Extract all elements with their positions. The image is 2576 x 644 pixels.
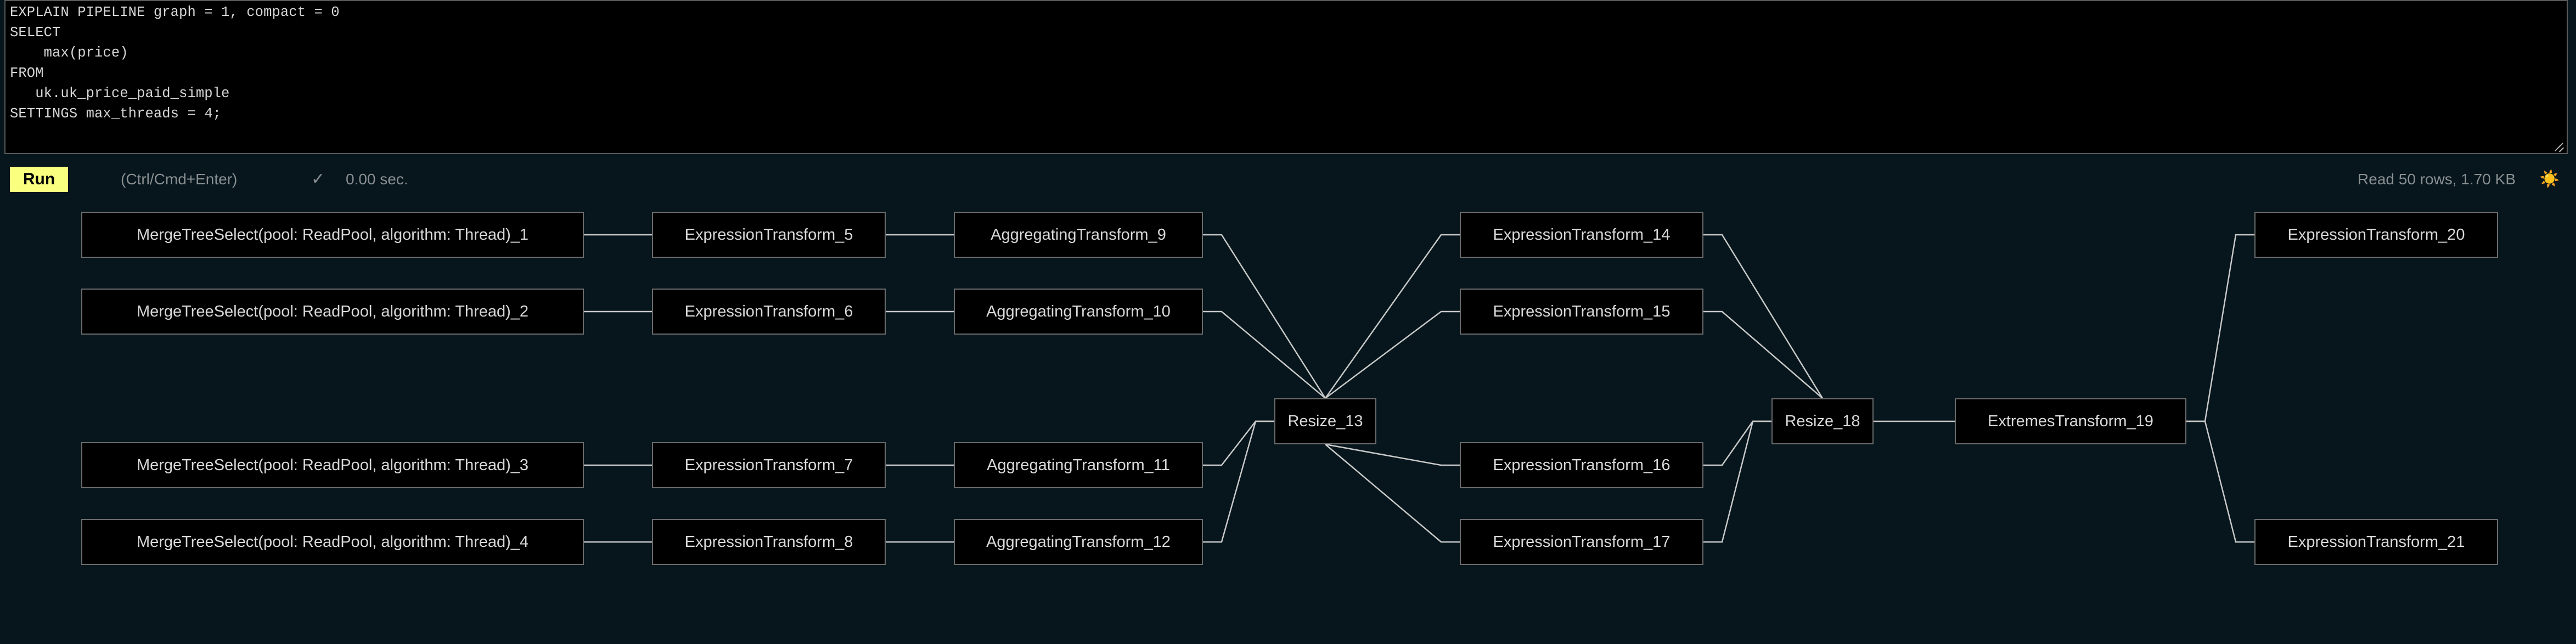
graph-node-label: ExpressionTransform_20 [2287,225,2465,244]
graph-node[interactable]: ExpressionTransform_6 [652,289,886,335]
graph-edge [1324,234,1460,399]
graph-node-label: MergeTreeSelect(pool: ReadPool, algorith… [136,302,529,320]
graph-node[interactable]: MergeTreeSelect(pool: ReadPool, algorith… [81,289,584,335]
graph-node-label: MergeTreeSelect(pool: ReadPool, algorith… [136,225,529,244]
graph-node-label: ExpressionTransform_7 [684,456,853,474]
elapsed-time-label: 0.00 sec. [346,171,408,188]
pipeline-graph-edges [584,234,2254,543]
graph-node-label: AggregatingTransform_11 [987,456,1170,474]
run-button[interactable]: Run [10,167,68,192]
graph-node-label: ExpressionTransform_5 [684,225,853,244]
graph-node[interactable]: Resize_18 [1771,398,1874,444]
graph-node[interactable]: MergeTreeSelect(pool: ReadPool, algorith… [81,212,584,258]
graph-node-label: AggregatingTransform_10 [986,302,1171,320]
graph-node[interactable]: AggregatingTransform_11 [954,442,1203,488]
graph-edge [1703,234,1824,399]
graph-node[interactable]: ExpressionTransform_17 [1460,519,1703,565]
graph-edge [1325,310,1460,399]
graph-node-label: ExpressionTransform_8 [684,533,853,551]
graph-node-label: Resize_18 [1785,412,1860,430]
graph-node-label: ExpressionTransform_6 [684,302,853,320]
graph-node[interactable]: ExpressionTransform_15 [1460,289,1703,335]
graph-node-label: Resize_13 [1287,412,1363,430]
graph-node-label: ExpressionTransform_21 [2287,533,2465,551]
graph-node[interactable]: Resize_13 [1274,398,1376,444]
graph-node[interactable]: ExpressionTransform_16 [1460,442,1703,488]
graph-node[interactable]: MergeTreeSelect(pool: ReadPool, algorith… [81,442,584,488]
graph-node-label: ExpressionTransform_14 [1493,225,1671,244]
graph-node[interactable]: AggregatingTransform_12 [954,519,1203,565]
graph-node[interactable]: MergeTreeSelect(pool: ReadPool, algorith… [81,519,584,565]
graph-node-label: ExpressionTransform_17 [1493,533,1671,551]
graph-edge [1325,443,1460,466]
graph-edge [1203,420,1274,543]
graph-edge [1203,310,1326,399]
graph-edge [1203,234,1326,399]
graph-node-label: ExtremesTransform_19 [1988,412,2153,430]
graph-node[interactable]: ExpressionTransform_8 [652,519,886,565]
graph-node[interactable]: ExtremesTransform_19 [1955,398,2186,444]
graph-edge [2186,234,2254,422]
read-stats-label: Read 50 rows, 1.70 KB [2358,171,2516,188]
sun-icon[interactable]: ☀️ [2539,170,2560,188]
sql-editor-panel[interactable]: EXPLAIN PIPELINE graph = 1, compact = 0 … [4,0,2568,154]
graph-edge [1703,310,1823,399]
graph-node-label: ExpressionTransform_16 [1493,456,1671,474]
graph-node[interactable]: ExpressionTransform_21 [2254,519,2498,565]
graph-edge [1203,420,1274,466]
graph-node-label: ExpressionTransform_15 [1493,302,1671,320]
shortcut-hint-label: (Ctrl/Cmd+Enter) [121,171,238,188]
graph-node-label: MergeTreeSelect(pool: ReadPool, algorith… [136,456,529,474]
pipeline-graph: MergeTreeSelect(pool: ReadPool, algorith… [0,201,2576,644]
graph-edge [2186,420,2254,543]
graph-node-label: AggregatingTransform_12 [986,533,1171,551]
query-toolbar: Run (Ctrl/Cmd+Enter) ✓ 0.00 sec. Read 50… [0,162,2576,196]
sql-editor-text[interactable]: EXPLAIN PIPELINE graph = 1, compact = 0 … [10,4,340,122]
success-check-icon: ✓ [311,170,325,188]
graph-node[interactable]: AggregatingTransform_9 [954,212,1203,258]
textarea-resize-grip-icon[interactable] [2551,138,2566,152]
graph-node-label: MergeTreeSelect(pool: ReadPool, algorith… [136,533,529,551]
graph-node[interactable]: ExpressionTransform_20 [2254,212,2498,258]
graph-edge [1703,420,1771,543]
graph-node[interactable]: AggregatingTransform_10 [954,289,1203,335]
graph-edge [1325,444,1460,543]
graph-node-label: AggregatingTransform_9 [991,225,1166,244]
graph-edge [1703,420,1771,466]
graph-node[interactable]: ExpressionTransform_7 [652,442,886,488]
graph-node[interactable]: ExpressionTransform_14 [1460,212,1703,258]
graph-node[interactable]: ExpressionTransform_5 [652,212,886,258]
